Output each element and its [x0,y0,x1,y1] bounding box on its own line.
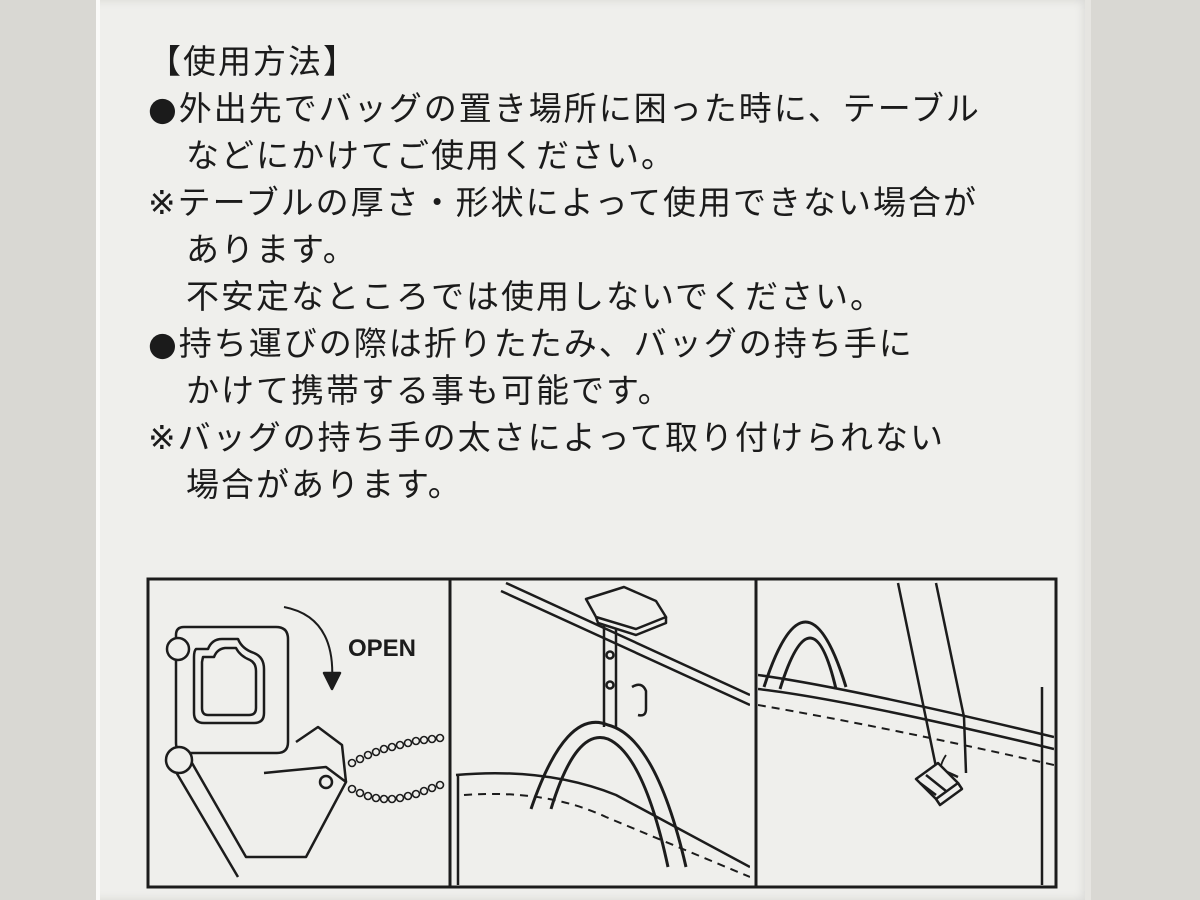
card-edge [1085,0,1091,900]
instruction-line: 不安定なところでは使用しないでください。 [186,277,886,316]
usage-illustration: OPEN [146,577,1058,889]
instruction-line: ●外出先でバッグの置き場所に困った時に、テーブル [148,89,981,128]
open-label: OPEN [348,635,416,662]
bag-handle-panel [758,582,1054,885]
instruction-line: かけて携帯する事も可能です。 [186,371,673,410]
instruction-line: ※テーブルの厚さ・形状によって使用できない場合が [148,183,979,222]
folded-hook-panel [164,606,445,878]
instruction-line: 場合があります。 [186,465,463,504]
instruction-line: などにかけてご使用ください。 [186,136,676,175]
table-hanging-panel [455,581,750,885]
illustration-frame [146,577,1058,889]
instructions-heading: 【使用方法】 [148,42,358,81]
package-card [96,0,1090,900]
instruction-line: ●持ち運びの際は折りたたみ、バッグの持ち手に [148,324,914,363]
instruction-line: ※バッグの持ち手の太さによって取り付けられない [148,418,946,457]
instruction-line: あります。 [186,230,358,269]
usage-instructions: 【使用方法】 ●外出先でバッグの置き場所に困った時に、テーブル などにかけてご使… [148,38,1068,508]
